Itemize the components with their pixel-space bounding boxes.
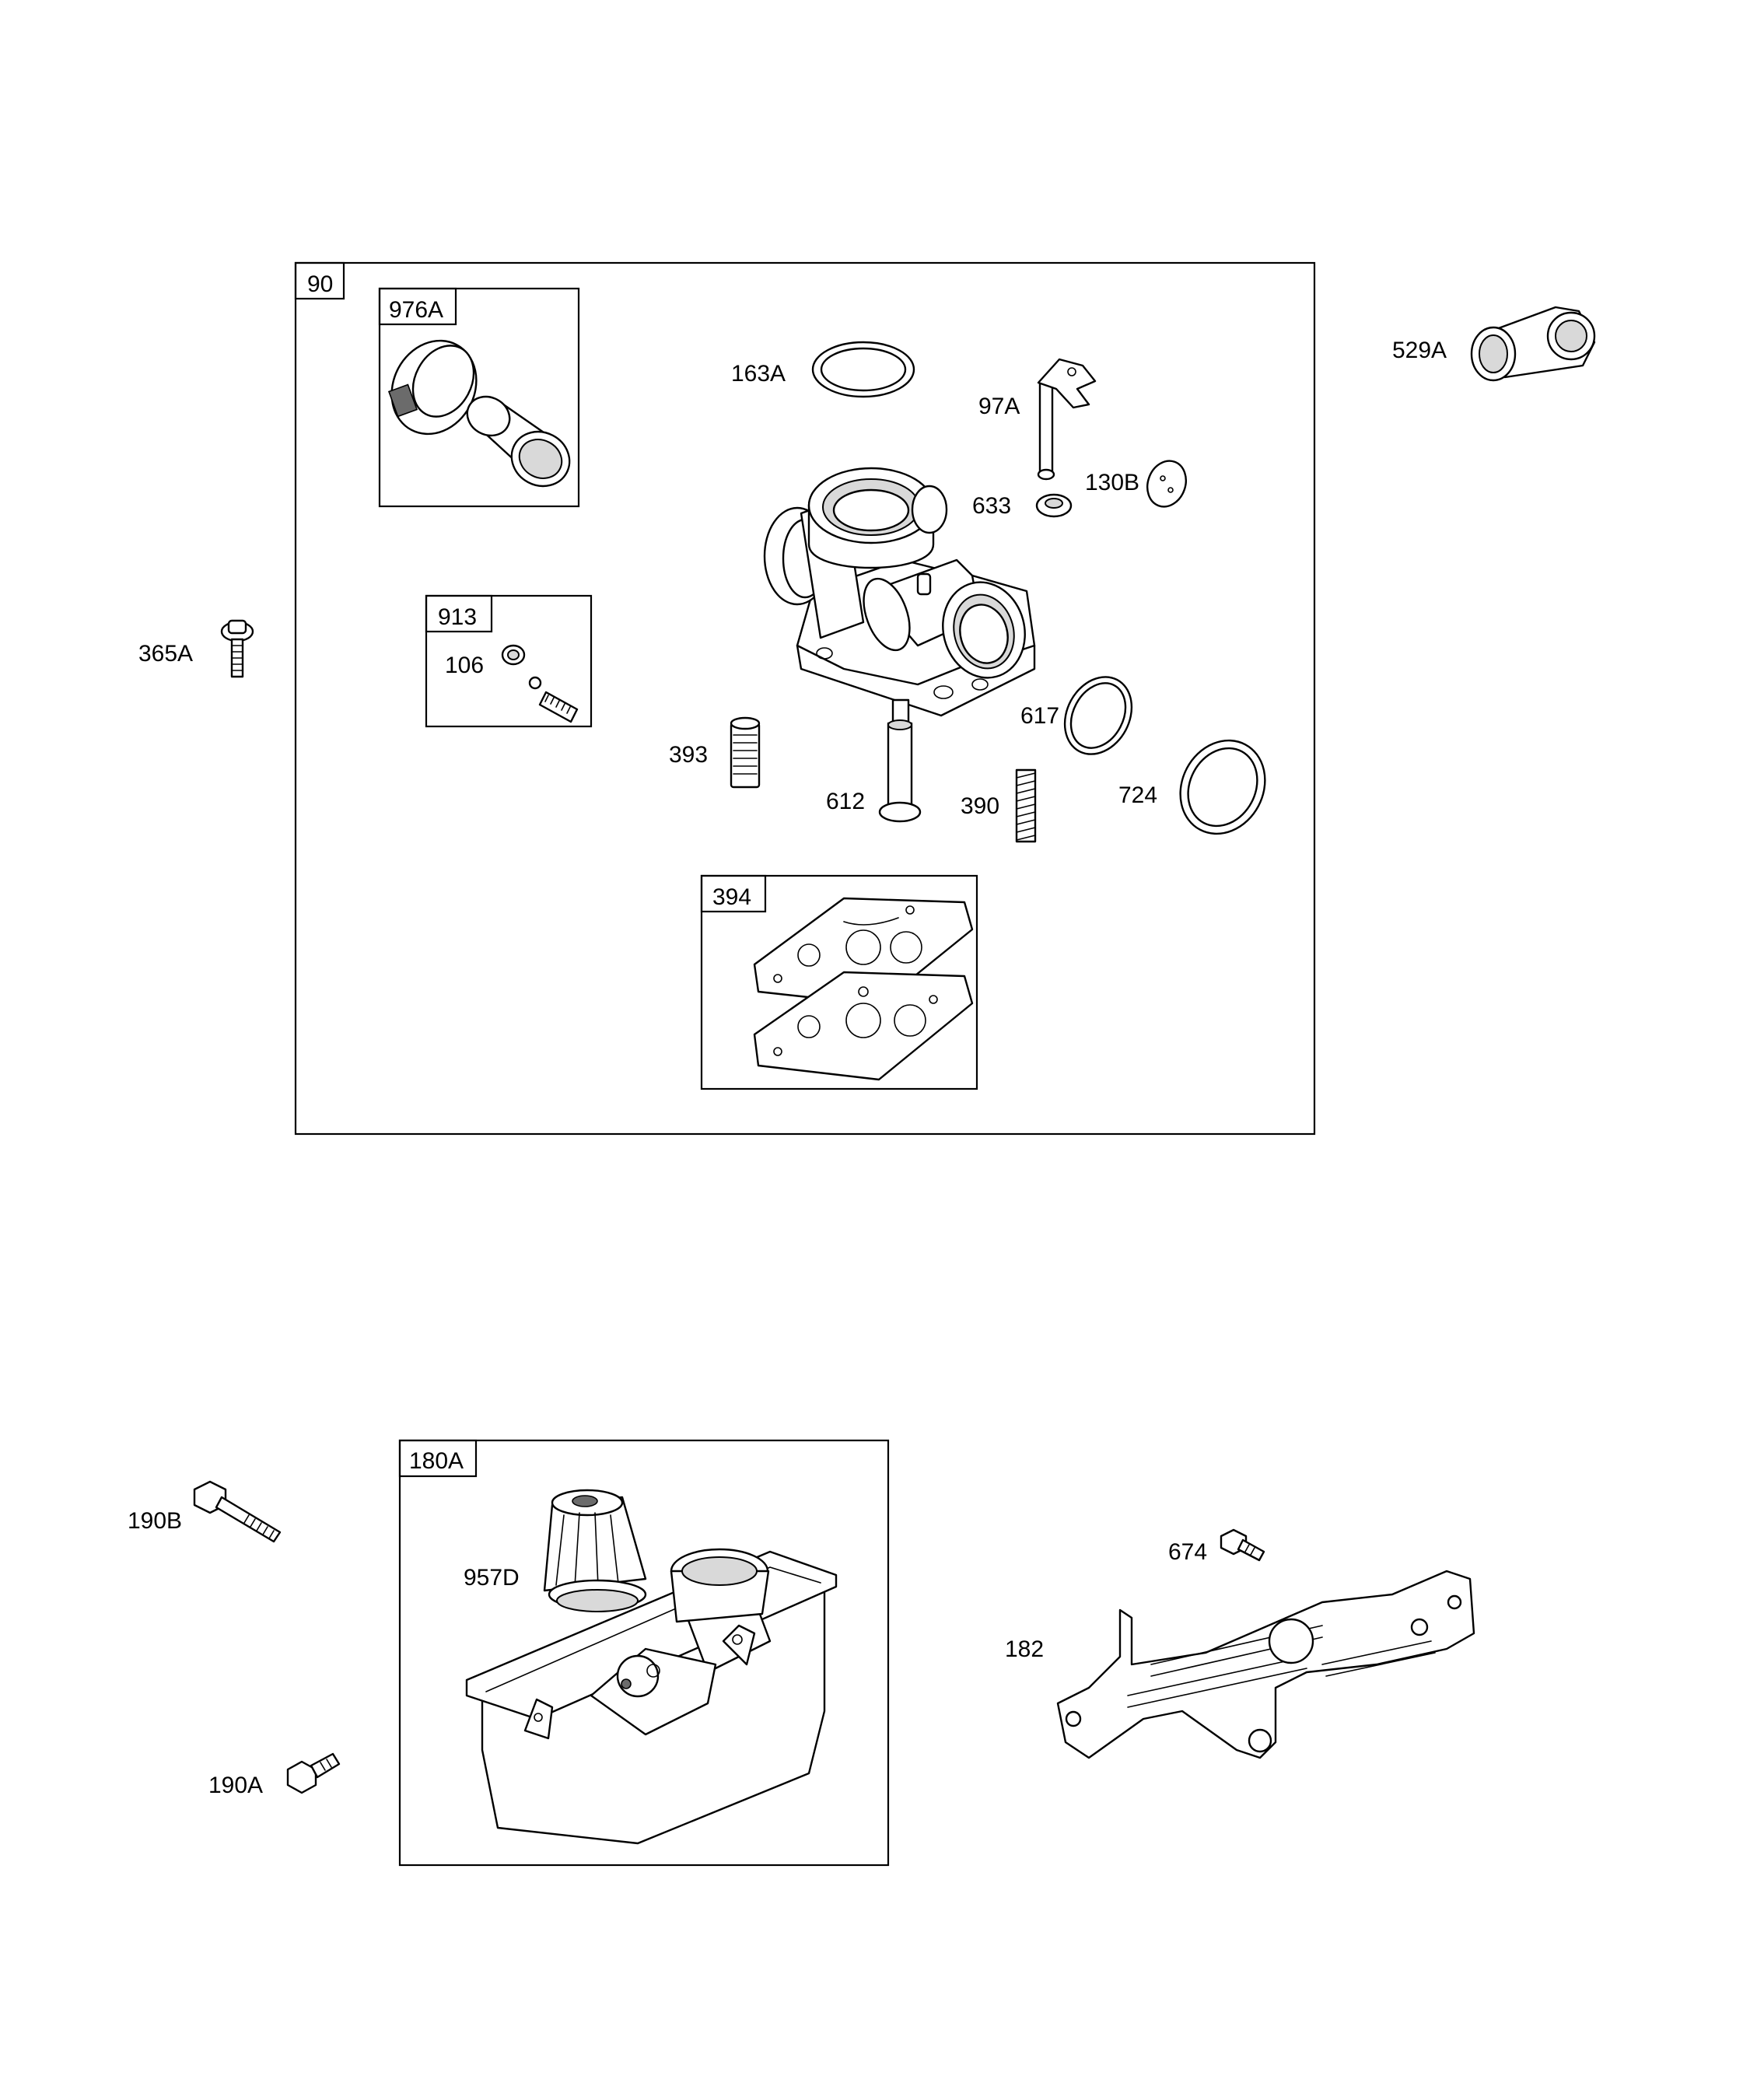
needle-kit-drawing	[501, 644, 579, 723]
fuel-tank-tag-box	[398, 1439, 478, 1478]
part-163A-label[interactable]: 163A	[731, 361, 786, 387]
needle-kit-label[interactable]: 913	[438, 604, 477, 630]
gasket-163A-drawing	[811, 341, 915, 398]
stem-612-drawing	[878, 719, 922, 823]
gasket-set-label[interactable]: 394	[712, 884, 751, 910]
part-529A-label[interactable]: 529A	[1392, 338, 1447, 363]
part-612-label[interactable]: 612	[826, 789, 865, 814]
part-106-label[interactable]: 106	[445, 653, 484, 678]
part-365A-label[interactable]: 365A	[138, 641, 193, 667]
float-kit-tag-box	[378, 287, 457, 326]
fuel-tank-assembly-box	[398, 1439, 890, 1867]
part-130B-label[interactable]: 130B	[1085, 470, 1139, 495]
part-724-label[interactable]: 724	[1118, 782, 1157, 808]
part-182-label[interactable]: 182	[1005, 1636, 1044, 1662]
part-674-label[interactable]: 674	[1168, 1539, 1207, 1565]
gasket-set-drawing	[753, 897, 974, 1081]
part-633-label[interactable]: 633	[972, 493, 1011, 519]
needle-kit-box	[425, 594, 593, 728]
gasket-set-tag-box	[700, 874, 767, 913]
float-kit-drawing	[387, 339, 571, 488]
fuel-tank-drawing	[465, 1548, 838, 1845]
jet-393-drawing	[730, 716, 761, 789]
gasket-724-drawing	[1179, 739, 1266, 835]
bolt-190A-drawing	[286, 1752, 341, 1794]
part-190B-label[interactable]: 190B	[128, 1508, 182, 1534]
gasket-set-box	[700, 874, 978, 1090]
carburetor-body-drawing	[763, 467, 1036, 725]
part-97A-label[interactable]: 97A	[978, 394, 1020, 419]
part-390-label[interactable]: 390	[961, 793, 999, 819]
float-kit-label[interactable]: 976A	[389, 297, 443, 323]
throttle-plate-drawing	[1146, 460, 1187, 508]
screw-365A-drawing	[220, 619, 254, 678]
part-957D-label[interactable]: 957D	[464, 1565, 520, 1591]
carburetor-assembly-label[interactable]: 90	[307, 271, 333, 297]
throttle-shaft-drawing	[1037, 358, 1097, 481]
part-393-label[interactable]: 393	[669, 742, 708, 768]
bracket-182-drawing	[1056, 1570, 1475, 1759]
fuel-tank-assembly-label[interactable]: 180A	[409, 1448, 464, 1474]
carburetor-assembly-box	[294, 261, 1316, 1136]
carburetor-tag-box	[294, 261, 345, 300]
part-190A-label[interactable]: 190A	[208, 1773, 263, 1798]
fuel-tank-assembly-group: 180A 957D	[398, 1439, 890, 1867]
needle-kit-tag-box	[425, 594, 493, 633]
screw-674-drawing	[1220, 1528, 1265, 1562]
float-kit-box	[378, 287, 580, 508]
elbow-529A-drawing	[1470, 306, 1596, 382]
spring-390-drawing	[1015, 768, 1037, 843]
seal-633-drawing	[1035, 493, 1073, 518]
oring-617-drawing	[1063, 676, 1133, 755]
cap-957D-drawing	[543, 1489, 647, 1612]
bolt-190B-drawing	[193, 1480, 282, 1543]
carburetor-assembly-group: 90 976A 913 106 163A	[294, 261, 1316, 1136]
part-617-label[interactable]: 617	[1020, 703, 1059, 729]
